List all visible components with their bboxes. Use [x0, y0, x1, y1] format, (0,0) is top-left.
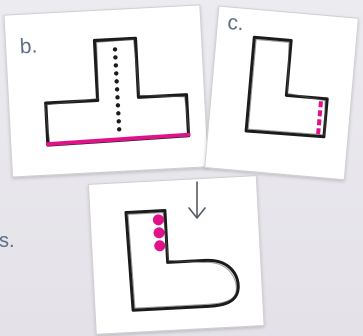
panel-b-card — [4, 5, 208, 177]
panel-b: b. — [4, 5, 208, 177]
panel-c: c. — [205, 6, 359, 180]
edge-label: s. — [0, 230, 15, 252]
panel-result — [88, 176, 264, 335]
panel-c-label: c. — [227, 11, 245, 35]
panel-result-card — [88, 176, 264, 335]
seam-dots — [153, 214, 166, 252]
panel-b-label: b. — [19, 35, 38, 59]
